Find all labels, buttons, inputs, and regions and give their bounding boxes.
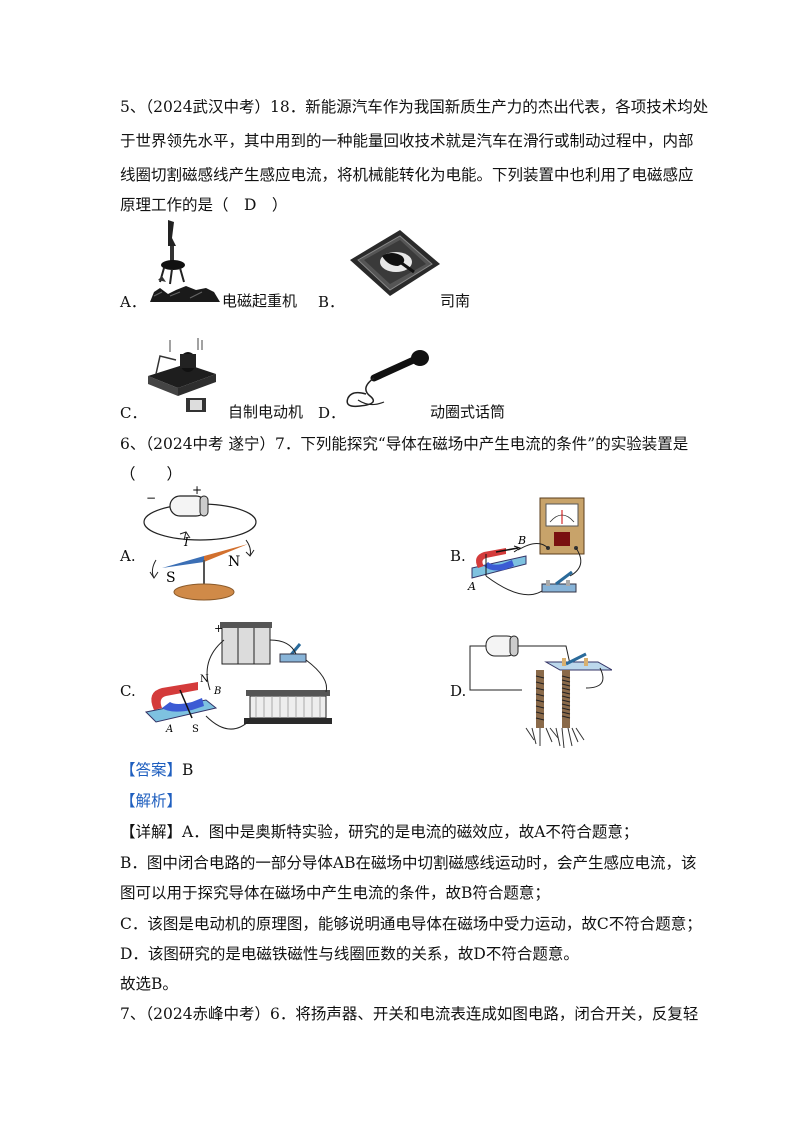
q5-line-4: 原理工作的是（ D ） (120, 196, 288, 214)
explanation-line-5: D．该图研究的是电磁铁磁性与线圈匝数的关系，故D不符合题意。 (120, 945, 579, 963)
battery-plus-label: + (192, 483, 202, 497)
detail-tag: 【详解】 (120, 823, 183, 841)
battery-minus-label: − (146, 491, 156, 505)
q5-line-2: 于世界领先水平，其中用到的一种能量回收技术就是汽车在滑行或制动过程中，内部 (120, 132, 694, 150)
oersted-experiment-figure: − + I S N (143, 483, 257, 601)
homemade-motor-image (148, 338, 216, 412)
analysis-tag: 【解析】 (120, 792, 183, 810)
explanation-line-2: B．图中闭合电路的一部分导体AB在磁场中切割磁感线运动时，会产生感应电流，该 (120, 854, 697, 872)
answer-line: 【答案】B (120, 760, 193, 780)
q6-option-a-letter: A. (120, 547, 136, 565)
q7-line-1: 7、（2024赤峰中考）6．将扬声器、开关和电流表连成如图电路，闭合开关，反复轻 (120, 1005, 699, 1023)
motor-principle-figure: + N B A S (144, 622, 332, 735)
answer-tag: 【答案】 (120, 761, 183, 779)
conductor-end-b-label: B (213, 686, 221, 697)
answer-value: B (182, 761, 194, 779)
south-pole-label: S (166, 570, 176, 586)
q6-option-d-letter: D. (450, 682, 467, 700)
q5-option-a-caption: 电磁起重机 (222, 292, 298, 310)
q6-option-b-letter: B. (450, 547, 466, 565)
induction-experiment-figure: B A (467, 497, 585, 596)
q5-option-c-caption: 自制电动机 (228, 403, 304, 421)
q5-line-3: 线圈切割磁感线产生感应电流，将机械能转化为电能。下列装置中也利用了电磁感应 (120, 166, 694, 184)
explanation-line-6: 故选B。 (120, 975, 178, 993)
conductor-end-b-label: B (517, 534, 526, 547)
q5-option-b-caption: 司南 (440, 292, 471, 310)
battery-plus-label: + (214, 622, 223, 635)
q6-line-1: 6、（2024中考 遂宁）7．下列能探究“导体在磁场中产生电流的条件”的实验装置… (120, 435, 689, 453)
current-label: I (183, 535, 189, 549)
q6-option-c-letter: C. (120, 682, 136, 700)
sinan-image (350, 230, 440, 296)
explanation-line-1: 【详解】A．图中是奥斯特实验，研究的是电流的磁效应，故A不符合题意； (120, 822, 638, 842)
q5-line-1: 5、（2024武汉中考）18．新能源汽车作为我国新质生产力的杰出代表，各项技术均… (120, 98, 709, 116)
north-pole-label: N (228, 554, 240, 570)
q5-option-c-letter: C． (120, 404, 147, 422)
conductor-end-a-label: A (165, 724, 173, 735)
q5-option-d-caption: 动圈式话筒 (430, 403, 506, 421)
q5-option-b-letter: B． (318, 293, 345, 311)
q5-option-d-letter: D． (318, 404, 346, 422)
north-pole-label: N (200, 674, 209, 685)
explanation-line-3: 图可以用于探究导体在磁场中产生电流的条件，故B符合题意； (120, 884, 550, 902)
q6-line-2: （ ） (120, 465, 183, 483)
electromagnet-experiment-figure (469, 635, 612, 749)
q5-option-a-letter: A． (120, 293, 146, 311)
conductor-end-a-label: A (467, 580, 476, 593)
microphone-image (346, 350, 429, 408)
explanation-line-4: C．该图是电动机的原理图，能够说明通电导体在磁场中受力运动，故C不符合题意； (120, 915, 702, 933)
south-pole-label: S (192, 724, 199, 735)
explanation-a: A．图中是奥斯特实验，研究的是电流的磁效应，故A不符合题意； (182, 823, 639, 841)
crane-image (150, 220, 220, 302)
